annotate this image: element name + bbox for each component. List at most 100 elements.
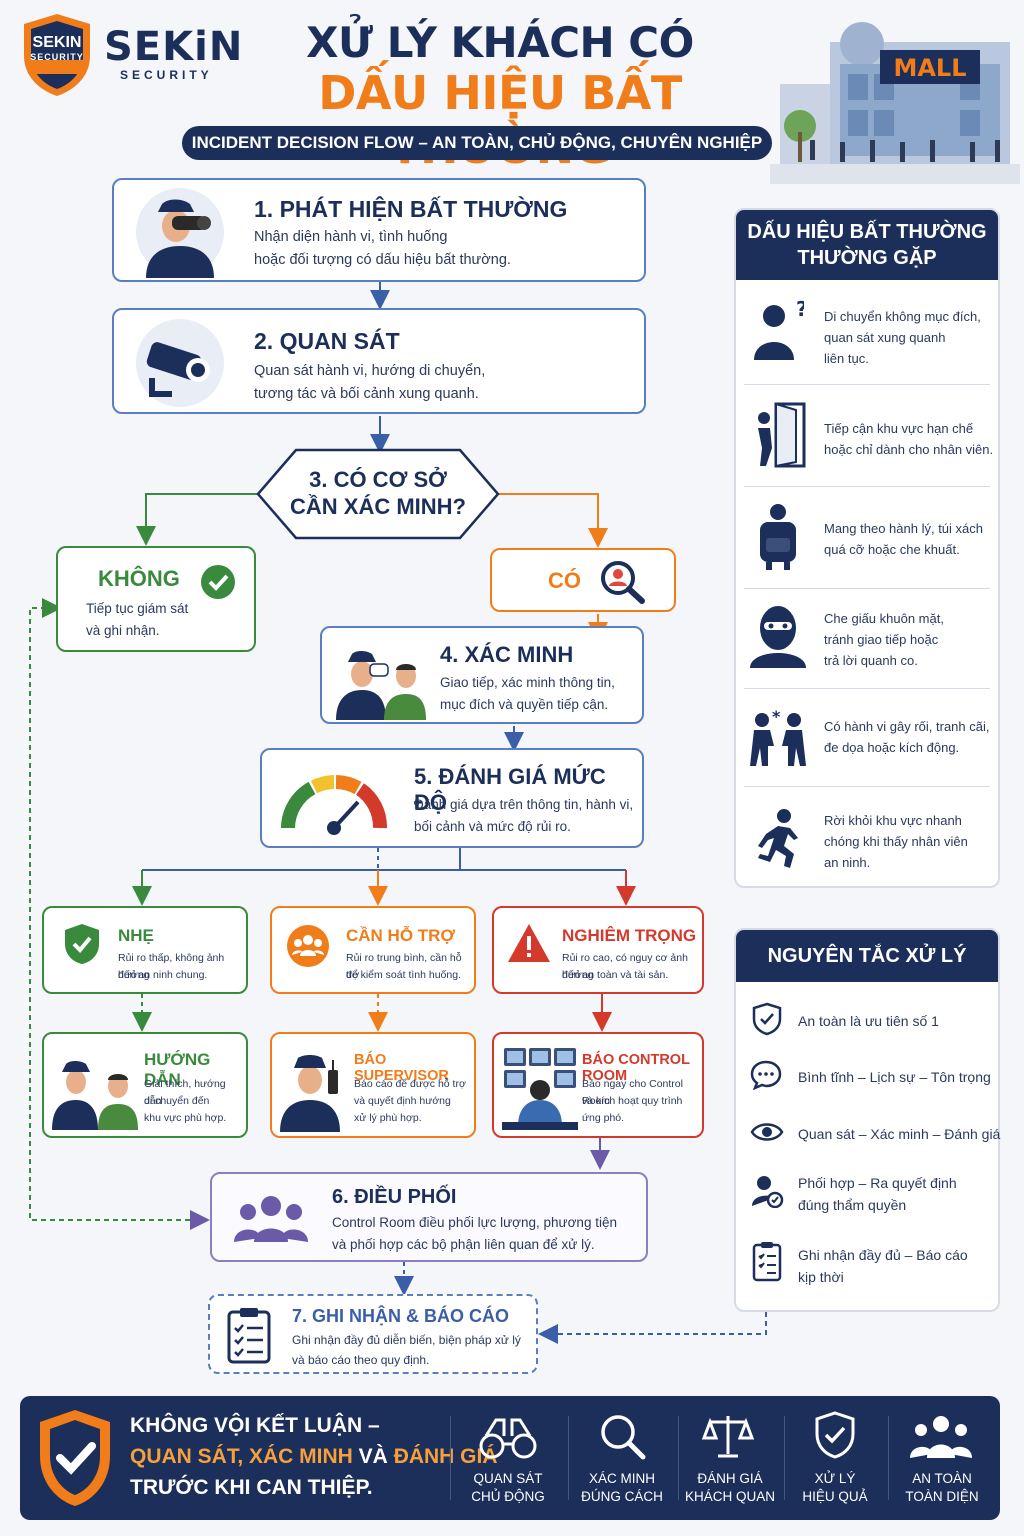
step5-desc-line2: bối cảnh và mức độ rủi ro. [414,819,571,834]
restricted-door-icon [758,402,806,468]
person-decision-icon [752,1176,784,1208]
footer-item-3-l2: KHÁCH QUAN [684,1489,775,1504]
serious-title: NGHIÊM TRỌNG [562,926,697,945]
step6-title: 6. ĐIỀU PHỐI [332,1186,457,1208]
footer-divider [888,1416,889,1500]
step6-desc-line1: Control Room điều phối lực lượng, phương… [332,1215,617,1230]
step3-line1: 3. CÓ CƠ SỞ [309,467,447,492]
footer-highlight1: QUAN SÁT, XÁC MINH [130,1445,353,1468]
sign-4-line2: tránh giao tiếp hoặc [824,632,939,647]
rule-item-2: Bình tĩnh – Lịch sự – Tôn trọng [798,1069,991,1085]
brand-subtitle: SECURITY [120,68,213,82]
step1-desc-line1: Nhận diện hành vi, tình huống [254,229,448,245]
action-supervisor-box: BÁO SUPERVISOR Báo cáo để được hỗ trợ và… [270,1032,476,1138]
binoculars-icon [479,1418,537,1459]
svg-text:?: ? [796,297,804,321]
light-desc-line1: Rủi ro thấp, không ảnh hưởng [118,952,225,981]
footer-line3: TRƯỚC KHI CAN THIỆP. [130,1476,373,1499]
level-serious-box: NGHIÊM TRỌNG Rủi ro cao, có nguy cơ ảnh … [492,906,704,994]
yes-title: CÓ [548,568,581,593]
sign-item-4: Che giấu khuôn mặt, tránh giao tiếp hoặc… [824,608,944,671]
footer-item-5-l2: TOÀN DIỆN [905,1489,979,1504]
serious-desc-line1: Rủi ro cao, có nguy cơ ảnh hưởng [562,952,688,981]
rules-panel: NGUYÊN TẮC XỬ LÝ [734,928,1000,1312]
footer-item-5: AN TOÀN TOÀN DIỆN [896,1470,988,1506]
divider [744,688,990,689]
footer-item-5-l1: AN TOÀN [912,1471,972,1486]
sign-4-line3: trả lời quanh co. [824,653,918,668]
footer-message: KHÔNG VỘI KẾT LUẬN – QUAN SÁT, XÁC MINH … [130,1410,498,1503]
sign-6-line3: an ninh. [824,855,871,870]
divider [744,486,990,487]
group-circle-icon [287,925,329,967]
support-desc-line2: để kiểm soát tình huống. [346,969,461,981]
step5-desc-line1: Đánh giá dựa trên thông tin, hành vi, [414,797,634,812]
step4-verify-box: 4. XÁC MINH Giao tiếp, xác minh thông ti… [320,626,644,724]
guide-desc-line2: di chuyển đến [144,1095,210,1107]
step2-desc-line2: tương tác và bối cảnh xung quanh. [254,386,479,402]
clipboard-checklist-icon [227,1308,271,1364]
rule-4-line2: đúng thẩm quyền [798,1197,907,1213]
supervisor-desc-line2: và quyết định hướng [354,1095,451,1107]
rule-item-5: Ghi nhận đầy đủ – Báo cáo kịp thời [798,1244,968,1288]
guard-guiding-icon [52,1061,138,1130]
step6-desc-line2: và phối hợp các bộ phận liên quan để xử … [332,1237,595,1252]
logo-subtext: SECURITY [30,52,84,62]
supervisor-title: BÁO SUPERVISOR [354,1052,449,1084]
step4-desc-line1: Giao tiếp, xác minh thông tin, [440,675,615,690]
rule-5-line1: Ghi nhận đầy đủ – Báo cáo [798,1247,968,1263]
no-title: KHÔNG [98,566,180,591]
footer-divider [568,1416,569,1500]
step5-title: 5. ĐÁNH GIÁ MỨC ĐỘ [414,764,606,815]
control-room-title: BÁO CONTROL ROOM [582,1052,690,1084]
support-desc-line1: Rủi ro trung bình, cần hỗ trợ [346,952,462,981]
step2-desc-line1: Quan sát hành vi, hướng di chuyển, [254,363,486,379]
decision-hexagon [256,448,500,540]
step1-desc-line2: hoặc đối tượng có dấu hiệu bất thường. [254,252,511,268]
footer-divider [784,1416,785,1500]
sign-1-line1: Di chuyển không mục đích, [824,309,981,324]
footer-item-4-l2: HIỆU QUẢ [802,1489,868,1504]
shield-logo-icon [24,14,90,96]
step1-title: 1. PHÁT HIỆN BẤT THƯỜNG [254,196,568,222]
action-control-room-box: BÁO CONTROL ROOM Báo ngay cho Control Ro… [492,1032,704,1138]
backpack-icon [760,504,796,570]
sign-item-3: Mang theo hành lý, túi xách quá cỡ hoặc … [824,518,983,560]
wandering-person-icon: ? [754,297,804,360]
guard-radio-icon [280,1055,340,1132]
signs-panel-title: DẤU HIỆU BẤT THƯỜNG THƯỜNG GẶP [736,210,998,280]
check-circle-icon [201,565,235,599]
footer-banner: KHÔNG VỘI KẾT LUẬN – QUAN SÁT, XÁC MINH … [20,1396,1000,1520]
no-desc-line2: và ghi nhận. [86,623,160,638]
footer-item-1-l1: QUAN SÁT [473,1471,543,1486]
rule-5-line2: kịp thời [798,1269,844,1285]
svg-text:*: * [772,708,781,726]
masked-face-icon [750,606,806,668]
supervisor-desc-line3: xử lý phù hợp. [354,1112,422,1124]
eye-icon [750,1123,784,1141]
sign-1-line3: liên tục. [824,351,869,366]
footer-item-4-l1: XỬ LÝ [814,1471,856,1486]
footer-item-3-l1: ĐÁNH GIÁ [697,1471,763,1486]
sign-1-line2: quan sát xung quanh [824,330,946,345]
mall-sign: MALL [893,54,966,82]
sign-item-1: Di chuyển không mục đích, quan sát xung … [824,306,981,369]
sign-3-line1: Mang theo hành lý, túi xách [824,521,983,536]
light-title: NHẸ [118,926,154,945]
search-person-icon [601,561,645,604]
scales-icon [702,1416,754,1458]
sign-2-line2: hoặc chỉ dành cho nhân viên. [824,442,994,457]
conflict-people-icon: * [750,708,806,766]
footer-line1: KHÔNG VỘI KẾT LUẬN – [130,1414,380,1437]
support-title: CẦN HỖ TRỢ [346,926,455,945]
chat-bubble-icon [750,1060,782,1090]
step7-desc-line1: Ghi nhận đầy đủ diễn biến, biện pháp xử … [292,1333,521,1347]
footer-divider [450,1416,451,1500]
footer-item-2-l1: XÁC MINH [588,1471,655,1486]
rule-item-1: An toàn là ưu tiên số 1 [798,1013,939,1029]
guard-binoculars-icon [136,188,224,278]
sign-3-line2: quá cỡ hoặc che khuất. [824,542,960,557]
logo-text: SEKIN [32,34,82,51]
step2-observe-box: 2. QUAN SÁT Quan sát hành vi, hướng di c… [112,308,646,414]
step4-title: 4. XÁC MINH [440,642,574,667]
